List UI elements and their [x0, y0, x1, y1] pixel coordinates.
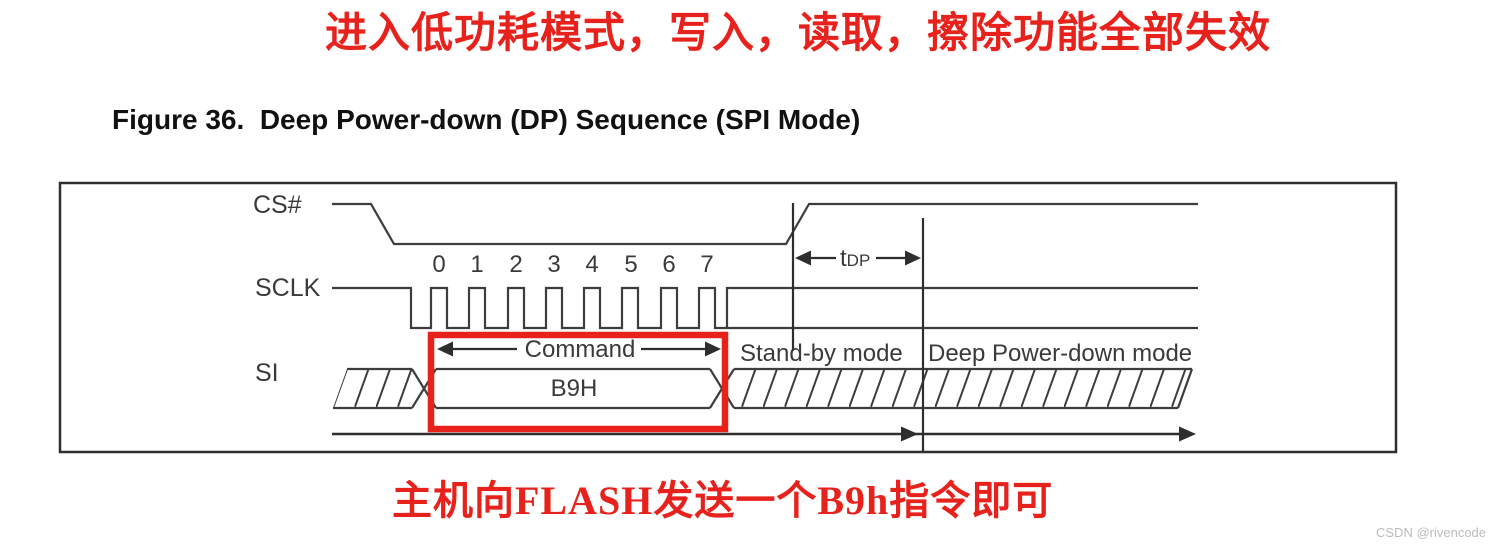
command-label: Command: [525, 336, 636, 363]
watermark: CSDN @rivencode: [1376, 525, 1487, 540]
top-annotation: 进入低功耗模式，写入，读取，擦除功能全部失效: [325, 9, 1272, 56]
si-hatch-right: [734, 367, 1194, 410]
sclk-waveform: [332, 286, 1198, 330]
bottom-annotation: 主机向FLASH发送一个B9h指令即可: [392, 478, 1054, 523]
figure-title: Figure 36. Deep Power-down (DP) Sequence…: [112, 104, 861, 135]
standby-mode-label: Stand-by mode: [740, 340, 903, 367]
tdp-arrow-left: [795, 250, 836, 266]
highlight-box: [427, 331, 729, 433]
si-bus: [436, 367, 735, 410]
clock-number-4: 4: [585, 251, 598, 278]
clock-number-2: 2: [509, 251, 522, 278]
diagram-border: [58, 181, 1398, 454]
cs-label: CS#: [253, 191, 302, 219]
command-value: B9H: [551, 375, 598, 402]
clock-number-3: 3: [547, 251, 560, 278]
timeline-arrow: [332, 426, 1196, 442]
clock-number-5: 5: [624, 251, 637, 278]
clock-number-7: 7: [700, 251, 713, 278]
si-label: SI: [255, 359, 279, 387]
tdp-arrow-right: [876, 250, 921, 266]
clock-number-6: 6: [662, 251, 675, 278]
cs-waveform: [332, 202, 1198, 246]
clock-number-1: 1: [470, 251, 483, 278]
deep-power-down-mode-label: Deep Power-down mode: [928, 340, 1192, 367]
si-hatch-left: [333, 367, 437, 410]
tdp-label: tDP: [840, 245, 870, 272]
command-arrow: [437, 341, 721, 357]
clock-number-0: 0: [432, 251, 445, 278]
sclk-label: SCLK: [255, 274, 321, 302]
